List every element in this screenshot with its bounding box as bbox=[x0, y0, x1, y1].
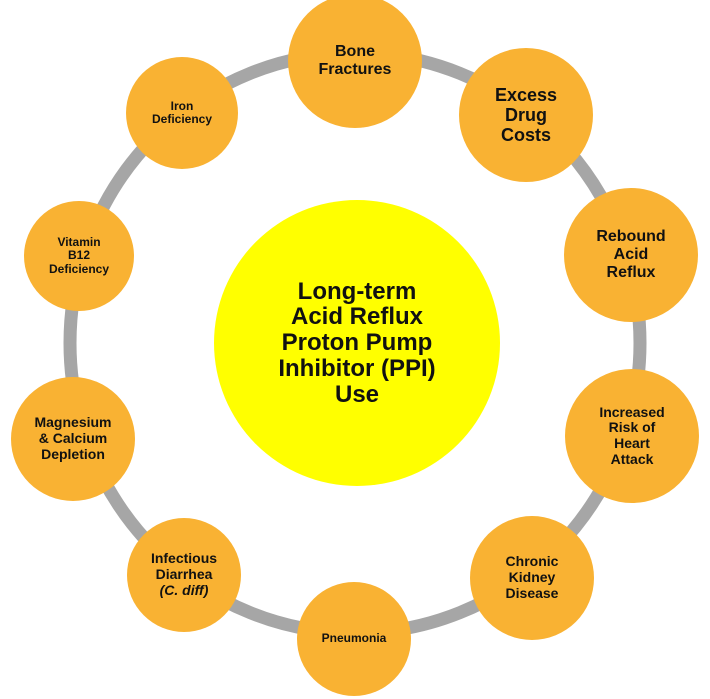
node-infectious-diarrhea: Infectious Diarrhea (C. diff) bbox=[127, 518, 241, 632]
node-label: Excess Drug Costs bbox=[495, 85, 557, 145]
node-label: Pneumonia bbox=[321, 631, 387, 646]
node-line: Chronic bbox=[505, 553, 559, 570]
node-line: Pneumonia bbox=[321, 631, 387, 646]
node-line: Risk of bbox=[608, 419, 656, 436]
node-line: Vitamin bbox=[57, 234, 101, 249]
node-pneumonia: Pneumonia bbox=[297, 582, 411, 696]
node-vitamin-b12-deficiency: Vitamin B12 Deficiency bbox=[24, 201, 134, 311]
node-label: Infectious Diarrhea (C. diff) bbox=[151, 551, 217, 598]
node-line: Fractures bbox=[318, 61, 392, 78]
node-bone-fractures: Bone Fractures bbox=[288, 0, 422, 128]
node-chronic-kidney-disease: Chronic Kidney Disease bbox=[470, 516, 594, 640]
node-line: Disease bbox=[505, 584, 559, 601]
node-line: (C. diff) bbox=[159, 581, 209, 598]
node-line: Infectious bbox=[150, 550, 218, 567]
node-label: Magnesium & Calcium Depletion bbox=[34, 415, 111, 462]
node-label: Iron Deficiency bbox=[151, 98, 213, 127]
center-topic-circle: Long-term Acid Reflux Proton Pump Inhibi… bbox=[214, 200, 500, 486]
node-label: Chronic Kidney Disease bbox=[506, 554, 559, 601]
node-line: Depletion bbox=[41, 445, 105, 462]
node-line: & Calcium bbox=[38, 430, 108, 447]
node-line: Magnesium bbox=[34, 414, 112, 431]
node-line: Costs bbox=[500, 125, 551, 146]
node-line: Deficiency bbox=[151, 112, 213, 126]
node-line: Acid bbox=[613, 246, 649, 264]
node-label: Increased Risk of Heart Attack bbox=[599, 403, 665, 468]
node-line: Bone bbox=[334, 43, 375, 61]
node-line: Diarrhea bbox=[155, 566, 213, 583]
node-line: Heart bbox=[614, 435, 650, 451]
center-line: Acid Reflux bbox=[290, 303, 424, 331]
node-magnesium-calcium-depletion: Magnesium & Calcium Depletion bbox=[11, 377, 135, 501]
node-rebound-acid-reflux: Rebound Acid Reflux bbox=[564, 188, 698, 322]
center-topic-label: Long-term Acid Reflux Proton Pump Inhibi… bbox=[278, 279, 435, 407]
center-line: Proton Pump bbox=[281, 329, 433, 357]
node-label: Bone Fractures bbox=[319, 43, 392, 79]
node-line: Deficiency bbox=[48, 261, 110, 276]
node-heart-attack-risk: Increased Risk of Heart Attack bbox=[565, 369, 699, 503]
node-line: Iron bbox=[170, 98, 194, 113]
node-line: Drug bbox=[505, 104, 547, 125]
node-line: Attack bbox=[610, 450, 654, 467]
node-line: Increased bbox=[599, 403, 665, 420]
center-line: Inhibitor (PPI) bbox=[278, 354, 436, 382]
node-iron-deficiency: Iron Deficiency bbox=[126, 57, 238, 169]
node-line: B12 bbox=[67, 248, 90, 263]
node-excess-drug-costs: Excess Drug Costs bbox=[459, 48, 593, 182]
node-label: Vitamin B12 Deficiency bbox=[48, 234, 110, 276]
node-line: Reflux bbox=[606, 263, 656, 281]
center-line: Long-term bbox=[297, 277, 417, 305]
node-label: Rebound Acid Reflux bbox=[596, 228, 665, 282]
node-line: Rebound bbox=[596, 228, 666, 246]
center-line: Use bbox=[334, 380, 380, 408]
node-line: Excess bbox=[494, 84, 558, 105]
node-line: Kidney bbox=[508, 569, 556, 586]
